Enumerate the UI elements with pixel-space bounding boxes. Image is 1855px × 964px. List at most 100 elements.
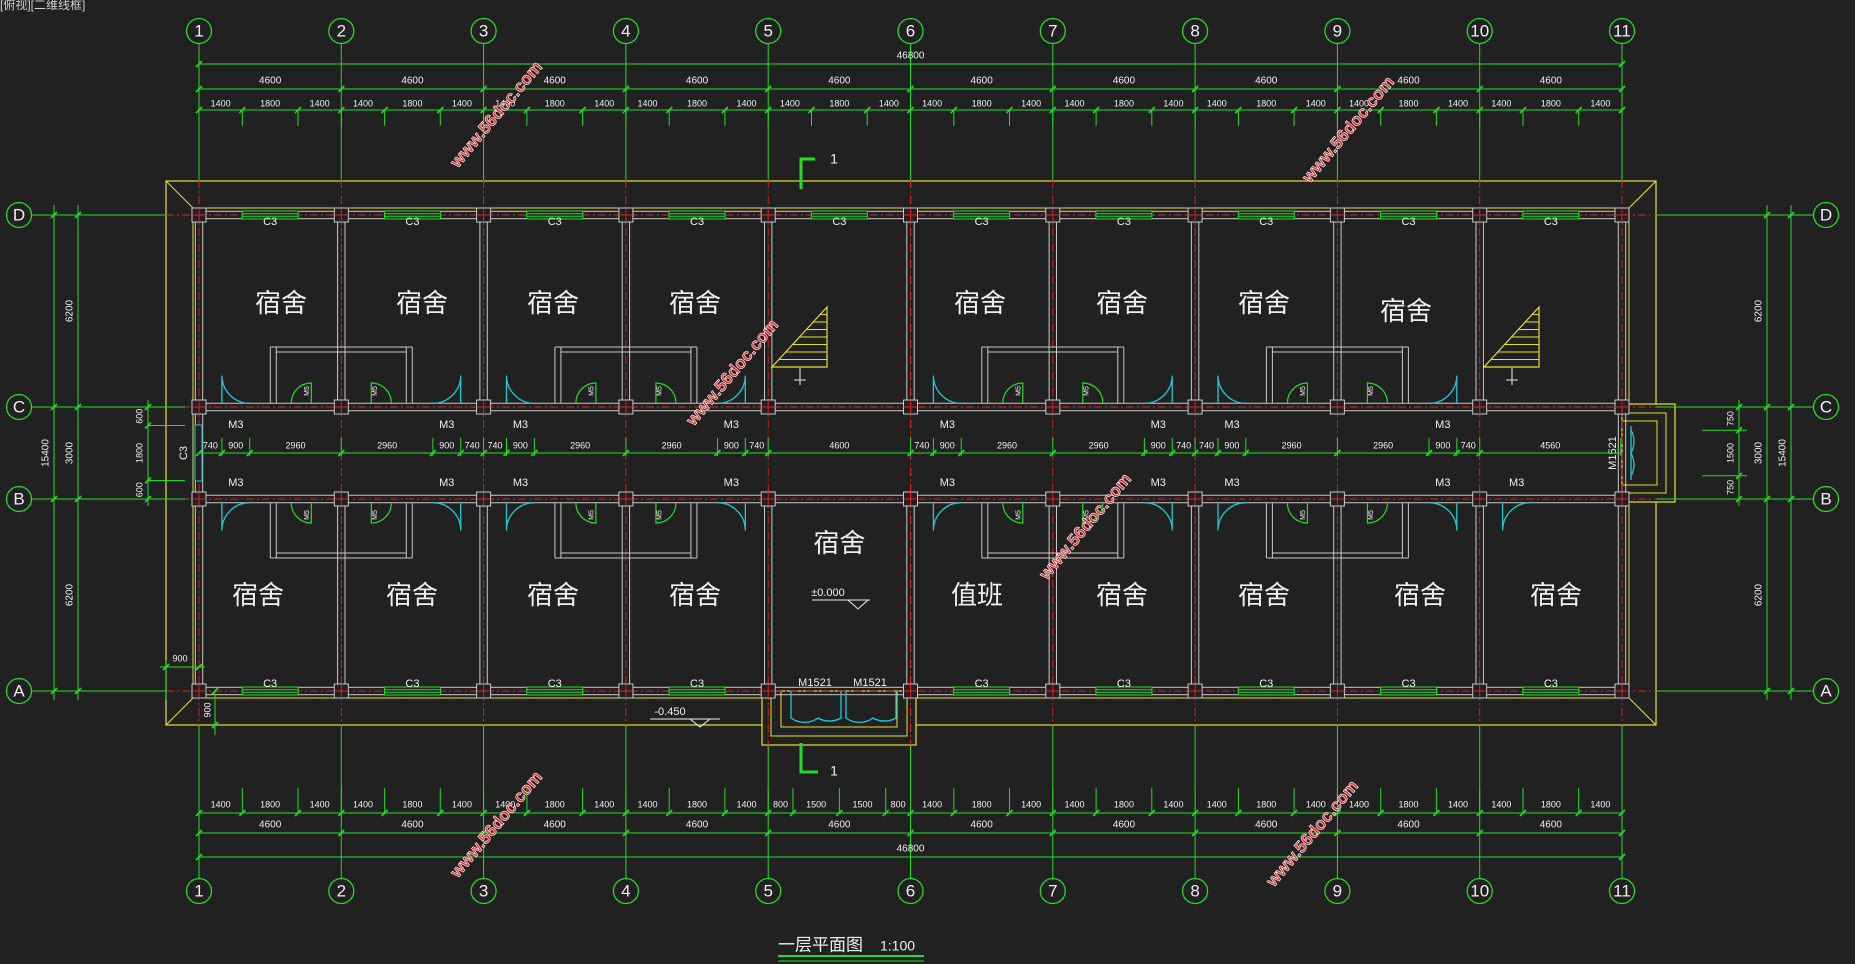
- bathroom-door-swing: [575, 382, 597, 404]
- dimension-tick: [1148, 106, 1156, 114]
- entrance-door-swing: [845, 691, 897, 724]
- dimension-text: 750: [1725, 411, 1735, 426]
- dimension-tick: [436, 809, 444, 817]
- dimension-tick: [1377, 809, 1385, 817]
- dimension-text: 4600: [1397, 76, 1420, 87]
- dimension-text: 15400: [1778, 439, 1789, 467]
- dimension-text: 1400: [353, 799, 373, 809]
- dimension-text: 1800: [545, 799, 565, 809]
- dimension-text: 4600: [1255, 820, 1278, 831]
- dimension-tick: [713, 449, 722, 457]
- roof-corner-line: [1628, 180, 1657, 209]
- dimension-text: 900: [439, 440, 454, 450]
- bathroom-door-swing: [290, 382, 312, 404]
- room-label: 宿舍: [669, 580, 721, 610]
- dimension-tick: [1476, 85, 1484, 93]
- axis-label: 2: [337, 21, 346, 40]
- door-label: M3: [1151, 419, 1166, 431]
- dimension-tick: [195, 809, 203, 817]
- dimension-text: 4600: [971, 76, 994, 87]
- dimension-text: 1400: [495, 799, 515, 809]
- dimension-text: 1400: [1590, 98, 1610, 108]
- dimension-tick: [1168, 449, 1176, 457]
- dimension-tick: [74, 211, 82, 219]
- dimension-tick: [337, 809, 345, 817]
- axis-label: 11: [1613, 21, 1631, 40]
- dimension-text: 1800: [1114, 98, 1134, 108]
- dimension-tick: [1092, 809, 1100, 817]
- dimension-text: 740: [749, 440, 764, 450]
- dimension-text: 4600: [259, 76, 282, 87]
- bathroom-door-label: M5: [372, 386, 379, 396]
- door-label: M3: [940, 477, 955, 489]
- door-label: M3: [940, 419, 955, 431]
- dimension-tick: [457, 449, 465, 457]
- dimension-text: 1400: [922, 799, 942, 809]
- dimension-text: 1800: [687, 98, 707, 108]
- dimension-text: 900: [940, 440, 955, 450]
- dimension-text: 1400: [1491, 799, 1511, 809]
- dimension-tick: [1333, 809, 1341, 817]
- dimension-tick: [1290, 106, 1298, 114]
- dimension-tick: [211, 687, 219, 695]
- room-label: 宿舍: [813, 528, 865, 558]
- window: [1095, 210, 1153, 220]
- dimension-text: 750: [1725, 480, 1735, 495]
- dimension-tick: [523, 809, 531, 817]
- dimension-tick: [50, 211, 58, 219]
- bathroom-door-swing: [1366, 502, 1388, 524]
- axis-label: 6: [906, 881, 915, 900]
- section-label: 1: [830, 151, 838, 167]
- dimension-tick: [950, 106, 958, 114]
- room-label: 宿舍: [1530, 580, 1582, 610]
- dimension-tick: [1242, 449, 1250, 457]
- dimension-tick: [195, 829, 203, 837]
- bathroom-door-swing: [1002, 502, 1024, 524]
- axis-label: 5: [763, 881, 772, 900]
- dimension-text: 46800: [897, 844, 925, 855]
- dimension-text: 1400: [737, 799, 757, 809]
- section-label: 1: [830, 763, 838, 779]
- axis-label: 2: [337, 881, 346, 900]
- drawing-scale: 1:100: [880, 938, 915, 954]
- dimension-text: 1800: [545, 98, 565, 108]
- dimension-text: 2960: [286, 440, 306, 450]
- dimension-tick: [1476, 829, 1484, 837]
- axis-bubble: [5, 677, 33, 705]
- door-label: M3: [1509, 477, 1524, 489]
- dimension-tick: [337, 85, 345, 93]
- dimension-tick: [1191, 829, 1199, 837]
- bathroom-door-swing: [1286, 502, 1308, 524]
- dimension-tick: [1476, 449, 1484, 457]
- dimension-text: 15400: [41, 439, 52, 467]
- dimension-text: 600: [134, 409, 144, 424]
- axis-bubble: [612, 17, 640, 45]
- window-label: C3: [263, 678, 277, 690]
- watermark: www.56doc.com: [1262, 776, 1362, 891]
- dimension-tick: [74, 403, 82, 411]
- bathroom-door-swing: [655, 502, 677, 524]
- door-label: M1521: [853, 677, 887, 689]
- window: [668, 210, 726, 220]
- window-label: C3: [548, 678, 562, 690]
- door-label: M3: [439, 477, 454, 489]
- dimension-tick: [50, 687, 58, 695]
- axis-label: 11: [1613, 881, 1631, 900]
- dimension-text: 1500: [853, 799, 873, 809]
- dimension-tick: [195, 106, 203, 114]
- dimension-tick: [1453, 449, 1461, 457]
- dimension-tick: [381, 809, 389, 817]
- dimension-tick: [1476, 106, 1484, 114]
- dimension-text: 6200: [65, 299, 76, 322]
- dimension-tick: [665, 106, 673, 114]
- dimension-tick: [1787, 687, 1795, 695]
- dimension-text: 4600: [1255, 76, 1278, 87]
- dimension-tick: [622, 449, 630, 457]
- floor-elevation: ±0.000: [811, 587, 845, 599]
- dimension-text: 1800: [1256, 799, 1276, 809]
- dimension-tick: [764, 829, 772, 837]
- room-label: 宿舍: [1394, 580, 1446, 610]
- dimension-tick: [480, 829, 488, 837]
- door-label: M3: [1151, 477, 1166, 489]
